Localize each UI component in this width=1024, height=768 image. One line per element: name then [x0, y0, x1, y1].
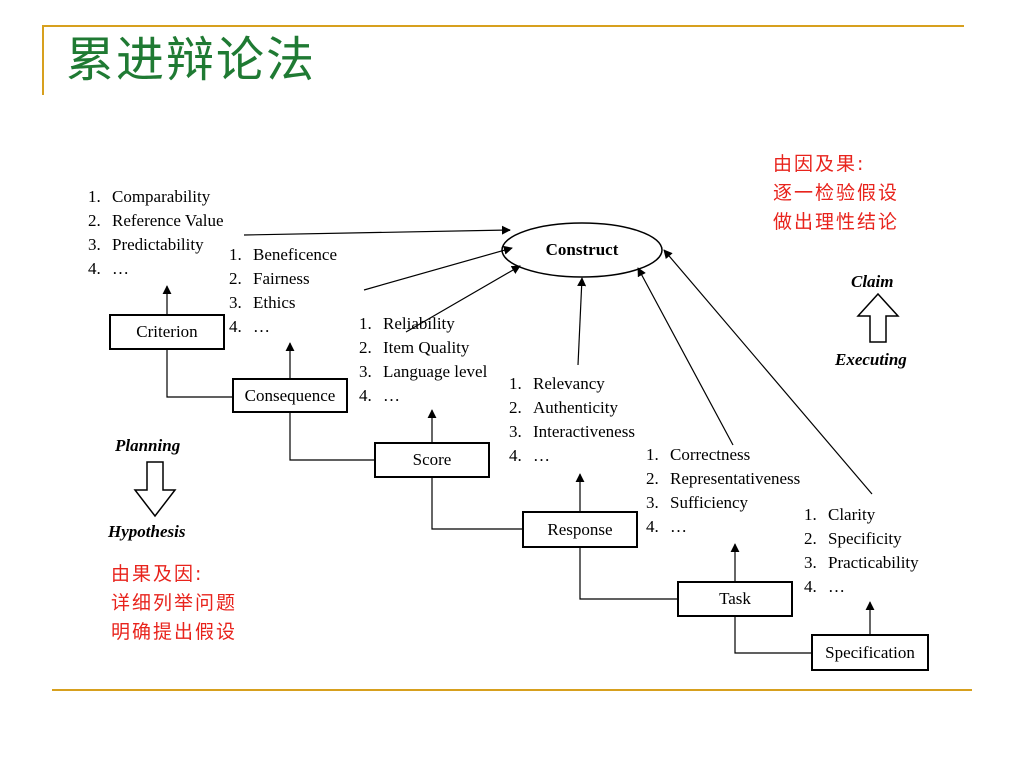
top-rule	[42, 25, 964, 27]
list-item: 2.Specificity	[804, 529, 902, 548]
slide-title: 累进辩论法	[66, 32, 317, 88]
task-box: Task	[677, 581, 793, 617]
list-item: 3.Interactiveness	[509, 422, 635, 441]
consequence-box: Consequence	[232, 378, 348, 413]
list-item: 4.…	[646, 517, 687, 536]
consequence-list: 1.Beneficence 2.Fairness 3.Ethics 4.…	[229, 243, 337, 339]
criterion-list: 1.Comparability 2.Reference Value 3.Pred…	[88, 185, 224, 281]
response-list: 1.Relevancy 2.Authenticity 3.Interactive…	[509, 372, 635, 468]
list-item: 4.…	[229, 317, 270, 336]
response-box: Response	[522, 511, 638, 548]
construct-label: Construct	[545, 240, 619, 259]
list-item: 1.Comparability	[88, 187, 211, 206]
list-item: 4.…	[359, 386, 400, 405]
score-box: Score	[374, 442, 490, 478]
construct-ellipse	[501, 222, 663, 278]
forward-reasoning-note: 由因及果: 逐一检验假设 做出理性结论	[773, 153, 900, 233]
criterion-box: Criterion	[109, 314, 225, 350]
staircase-connectors	[166, 349, 811, 654]
list-item: 2.Reference Value	[88, 211, 224, 230]
list-item: 3.Predictability	[88, 235, 204, 254]
list-item: 1.Relevancy	[509, 374, 605, 393]
list-item: 1.Correctness	[646, 445, 751, 464]
score-list: 1.Reliability 2.Item Quality 3.Language …	[359, 312, 487, 408]
task-list: 1.Correctness 2.Representativeness 3.Suf…	[646, 443, 800, 539]
upward-arrows	[162, 285, 875, 634]
list-item: 1.Beneficence	[229, 245, 337, 264]
list-item: 2.Representativeness	[646, 469, 801, 488]
side-rule	[42, 25, 44, 95]
planning-label: Planning	[115, 436, 181, 455]
list-item: 2.Item Quality	[359, 338, 470, 357]
specification-list: 1.Clarity 2.Specificity 3.Practicability…	[804, 503, 919, 599]
list-item: 3.Ethics	[229, 293, 296, 312]
construct-arrows	[243, 225, 873, 495]
list-item: 1.Reliability	[359, 314, 455, 333]
bottom-rule	[52, 689, 972, 691]
hypothesis-down-arrow	[133, 461, 177, 518]
list-item: 3.Practicability	[804, 553, 919, 572]
list-item: 3.Language level	[359, 362, 488, 381]
claim-label: Claim	[851, 272, 894, 291]
list-item: 4.…	[88, 259, 129, 278]
hypothesis-label: Hypothesis	[108, 522, 186, 541]
claim-up-arrow	[856, 292, 900, 343]
list-item: 2.Fairness	[229, 269, 310, 288]
list-item: 4.…	[509, 446, 550, 465]
list-item: 3.Sufficiency	[646, 493, 749, 512]
list-item: 2.Authenticity	[509, 398, 618, 417]
backward-reasoning-note: 由果及因: 详细列举问题 明确提出假设	[111, 563, 238, 643]
specification-box: Specification	[811, 634, 929, 671]
list-item: 1.Clarity	[804, 505, 876, 524]
list-item: 4.…	[804, 577, 845, 596]
executing-label: Executing	[835, 350, 907, 369]
